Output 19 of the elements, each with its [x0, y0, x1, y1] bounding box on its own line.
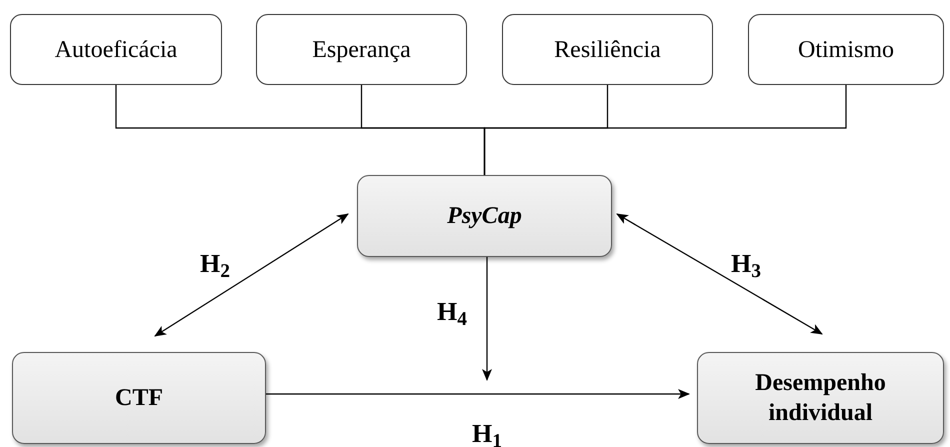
- node-label: Autoeficácia: [54, 36, 178, 64]
- concept-box: [12, 352, 266, 444]
- dimension-box: [748, 14, 944, 85]
- node-label: Resiliência: [553, 36, 662, 64]
- arrow: [482, 257, 492, 381]
- arrow: [266, 389, 690, 399]
- node-label: Esperança: [311, 36, 412, 64]
- node-label: Otimismo: [796, 36, 895, 64]
- node-label: CTF: [114, 384, 164, 413]
- arrow: [154, 213, 349, 337]
- node-label: Desempenho individual: [754, 369, 887, 428]
- node-label: PsyCap: [446, 202, 523, 231]
- dimension-box: [256, 14, 467, 85]
- concept-box: [357, 175, 612, 257]
- connector-line: [484, 85, 847, 175]
- dimension-box: [502, 14, 713, 85]
- concept-box: [697, 352, 944, 444]
- dimension-box: [10, 14, 222, 85]
- arrow: [616, 213, 823, 335]
